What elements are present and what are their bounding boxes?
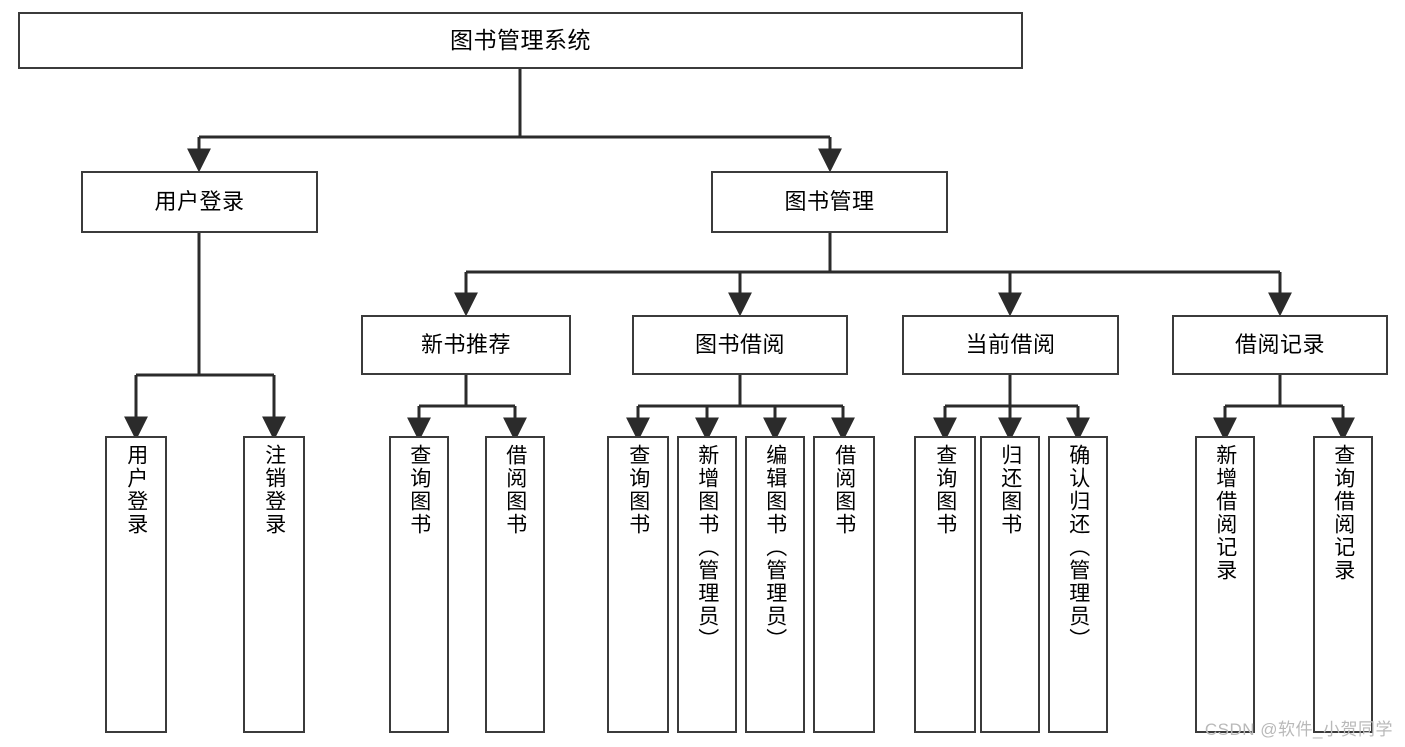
node-label: 新书推荐 (420, 332, 511, 358)
node-label: 确认归还（管理员） (1066, 444, 1090, 651)
node-label: 注销登录 (262, 444, 286, 536)
node-borrow-record[interactable]: 借阅记录 (1172, 315, 1388, 375)
node-label: 当前借阅 (965, 332, 1056, 358)
node-leaf-confirm-return[interactable]: 确认归还（管理员） (1048, 436, 1108, 733)
node-leaf-user-login[interactable]: 用户登录 (105, 436, 167, 733)
node-leaf-borrow-book[interactable]: 借阅图书 (813, 436, 875, 733)
node-label: 查询图书 (933, 444, 957, 536)
node-label: 用户登录 (124, 444, 148, 536)
node-leaf-query-book-recommend[interactable]: 查询图书 (389, 436, 449, 733)
node-leaf-user-logout[interactable]: 注销登录 (243, 436, 305, 733)
node-label: 新增图书（管理员） (695, 444, 719, 651)
node-label: 查询图书 (407, 444, 431, 536)
node-label: 用户登录 (154, 189, 245, 215)
node-leaf-query-book-current[interactable]: 查询图书 (914, 436, 976, 733)
node-label: 编辑图书（管理员） (763, 444, 787, 651)
csdn-watermark: CSDN @软件_小贺同学 (1204, 720, 1393, 739)
node-user-login[interactable]: 用户登录 (81, 171, 318, 233)
node-label: 查询图书 (626, 444, 650, 536)
node-label: 查询借阅记录 (1331, 444, 1355, 582)
node-label: 图书管理 (784, 189, 875, 215)
node-book-management[interactable]: 图书管理 (711, 171, 948, 233)
node-leaf-query-borrow-record[interactable]: 查询借阅记录 (1313, 436, 1373, 733)
node-book-borrow[interactable]: 图书借阅 (632, 315, 848, 375)
node-leaf-add-borrow-record[interactable]: 新增借阅记录 (1195, 436, 1255, 733)
node-label: 借阅图书 (503, 444, 527, 536)
node-leaf-edit-book[interactable]: 编辑图书（管理员） (745, 436, 805, 733)
node-leaf-query-book-borrow[interactable]: 查询图书 (607, 436, 669, 733)
node-current-borrow[interactable]: 当前借阅 (902, 315, 1119, 375)
node-label: 图书管理系统 (450, 27, 591, 54)
node-new-book-recommend[interactable]: 新书推荐 (361, 315, 571, 375)
node-leaf-borrow-book-recommend[interactable]: 借阅图书 (485, 436, 545, 733)
node-label: 新增借阅记录 (1213, 444, 1237, 582)
node-label: 图书借阅 (694, 332, 785, 358)
node-leaf-add-book[interactable]: 新增图书（管理员） (677, 436, 737, 733)
node-leaf-return-book[interactable]: 归还图书 (980, 436, 1040, 733)
node-label: 借阅记录 (1234, 332, 1325, 358)
node-label: 借阅图书 (832, 444, 856, 536)
node-root-book-management-system[interactable]: 图书管理系统 (18, 12, 1023, 69)
node-label: 归还图书 (998, 444, 1022, 536)
